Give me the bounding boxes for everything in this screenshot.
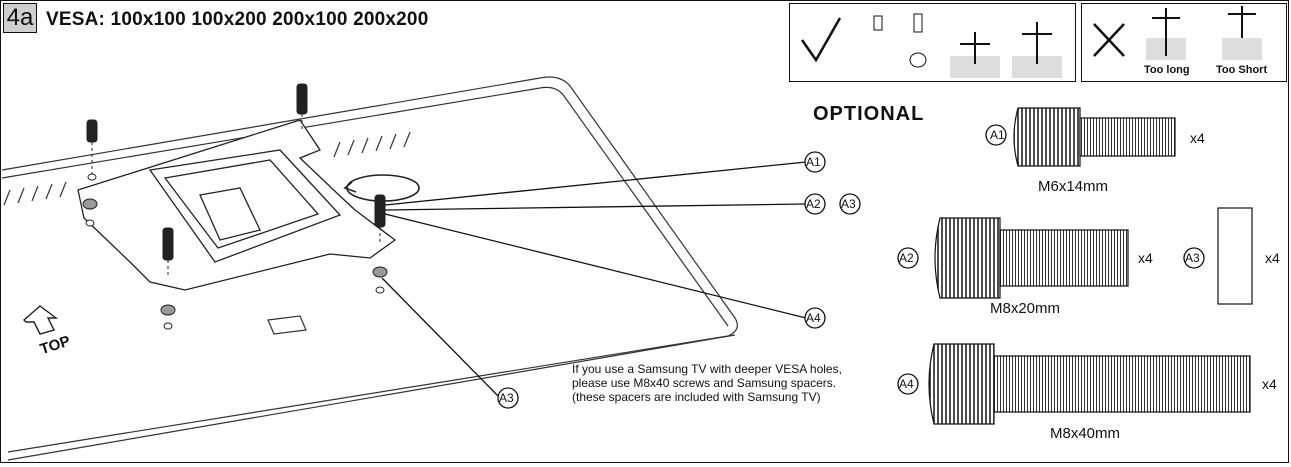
hardware-a4-qty: x4 xyxy=(1262,376,1277,392)
mounting-plate xyxy=(77,119,397,291)
cross-icon xyxy=(1093,6,1262,60)
bolt-a1 xyxy=(1013,107,1176,167)
note-line: please use M8x40 screws and Samsung spac… xyxy=(572,376,837,390)
spacer-a3 xyxy=(1217,207,1253,305)
optional-heading: OPTIONAL xyxy=(813,103,925,125)
checkmark-icon xyxy=(800,13,1062,78)
bolt-a4 xyxy=(928,343,1251,425)
too-short-label: Too Short xyxy=(1216,64,1268,76)
step-badge: 4a xyxy=(3,3,37,33)
top-arrow-icon xyxy=(22,305,59,335)
bolt-a2 xyxy=(934,217,1129,299)
page-title: VESA: 100x100 100x200 200x100 200x200 xyxy=(46,9,429,30)
callout-a3: A3 xyxy=(841,197,856,211)
hardware-a2-id: A2 xyxy=(899,251,914,265)
leader-lines xyxy=(381,161,807,399)
hardware-a1-id: A1 xyxy=(990,128,1005,142)
callout-a2: A2 xyxy=(806,197,821,211)
wrong-example-box: Too long Too Short xyxy=(1081,3,1287,82)
hardware-a2-qty: x4 xyxy=(1138,250,1153,266)
hardware-a3-id: A3 xyxy=(1185,251,1200,265)
correct-example-box xyxy=(789,3,1076,82)
panel-slot xyxy=(267,315,307,335)
callout-a3-spacer: A3 xyxy=(499,391,514,405)
too-long-label: Too long xyxy=(1144,64,1190,76)
hardware-a1-size: M6x14mm xyxy=(1038,178,1109,195)
callout-a1: A1 xyxy=(806,155,821,169)
tv-back-panel xyxy=(1,76,738,461)
vent-slots xyxy=(3,131,411,206)
hardware-a2-size: M8x20mm xyxy=(990,300,1061,317)
hardware-a3-qty: x4 xyxy=(1265,250,1280,266)
spacer-set xyxy=(82,198,388,330)
screw-set xyxy=(86,83,386,276)
samsung-note: If you use a Samsung TV with deeper VESA… xyxy=(572,362,932,404)
note-line: (these spacers are included with Samsung… xyxy=(572,390,821,404)
note-line: If you use a Samsung TV with deeper VESA… xyxy=(572,362,842,376)
hardware-a4-id: A4 xyxy=(899,377,914,391)
callout-circles xyxy=(497,124,1205,409)
hardware-a1-qty: x4 xyxy=(1190,130,1205,146)
callout-a4: A4 xyxy=(806,311,821,325)
hardware-a4-size: M8x40mm xyxy=(1050,425,1121,442)
